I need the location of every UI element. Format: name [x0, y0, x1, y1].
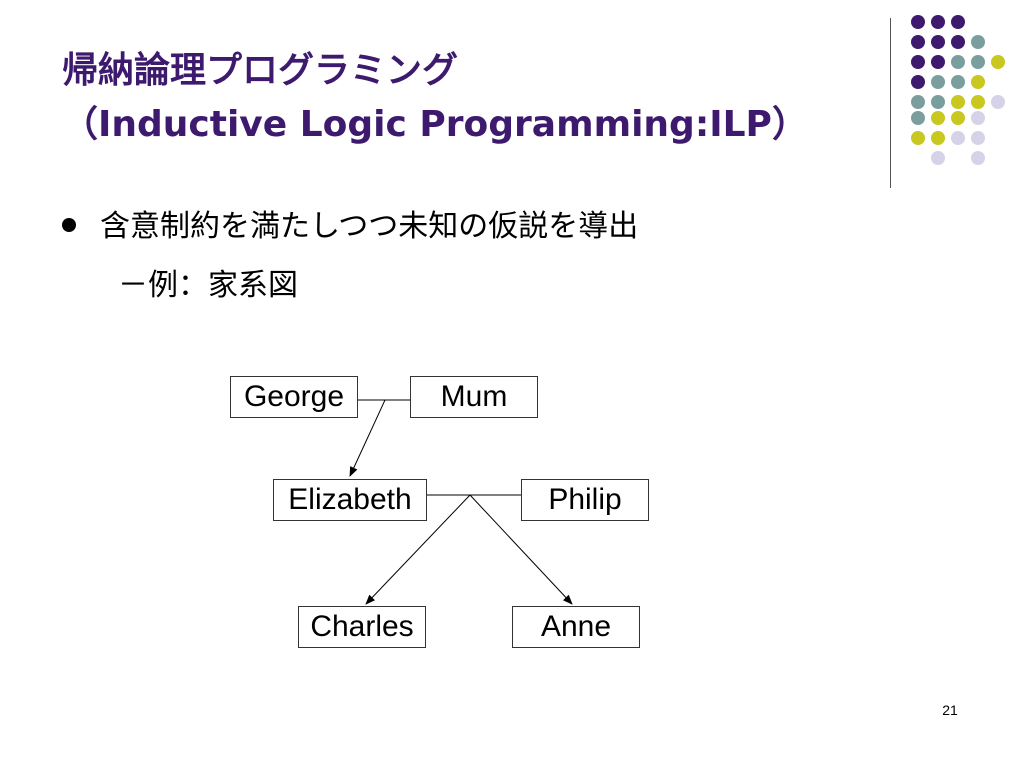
decorative-dot	[931, 35, 945, 49]
tree-node-george: George	[230, 376, 358, 418]
bullet-item: 含意制約を満たしつつ未知の仮説を導出	[62, 205, 638, 249]
decorative-dot	[931, 95, 945, 109]
tree-node-mum: Mum	[410, 376, 538, 418]
sub-bullet-item: －例：家系図	[118, 264, 298, 308]
page-number: 21	[942, 702, 958, 718]
decorative-dot	[911, 55, 925, 69]
tree-node-elizabeth: Elizabeth	[273, 479, 427, 521]
decorative-dot	[911, 95, 925, 109]
decorative-dot	[971, 111, 985, 125]
descent-arrow-to-elizabeth	[349, 399, 386, 477]
title-line-japanese: 帰納論理プログラミング	[62, 50, 459, 91]
descent-arrow-to-charles	[365, 494, 471, 605]
tree-node-philip: Philip	[521, 479, 649, 521]
decorative-dot	[991, 95, 1005, 109]
decorative-dot	[951, 35, 965, 49]
decorative-dot	[991, 55, 1005, 69]
decorative-dot	[951, 95, 965, 109]
decorative-dot	[911, 15, 925, 29]
decorative-dot	[951, 55, 965, 69]
decorative-dot	[911, 35, 925, 49]
sub-bullet-text: －例：家系図	[118, 268, 298, 303]
decorative-dot	[971, 55, 985, 69]
bullet-dot-icon	[62, 217, 76, 232]
descent-arrow-to-anne	[469, 494, 573, 605]
decorative-dot	[931, 151, 945, 165]
decorative-dot	[931, 15, 945, 29]
decorative-dot	[951, 75, 965, 89]
title-line-english: （Inductive Logic Programming:ILP）	[62, 104, 808, 145]
decorative-dot	[951, 131, 965, 145]
decorative-dot	[931, 111, 945, 125]
decorative-dot	[931, 75, 945, 89]
decorative-dot	[931, 131, 945, 145]
decorative-dot	[911, 111, 925, 125]
decorative-dot	[911, 131, 925, 145]
decorative-dot	[951, 15, 965, 29]
decorative-dot	[971, 151, 985, 165]
bullet-text: 含意制約を満たしつつ未知の仮説を導出	[100, 209, 639, 244]
decorative-dot	[931, 55, 945, 69]
tree-node-charles: Charles	[298, 606, 426, 648]
decorative-dot	[971, 131, 985, 145]
tree-node-anne: Anne	[512, 606, 640, 648]
decorative-dot	[951, 111, 965, 125]
decorative-dot	[911, 75, 925, 89]
decorative-dot	[971, 95, 985, 109]
decorative-dot	[971, 35, 985, 49]
vertical-divider	[890, 18, 891, 188]
decorative-dot	[971, 75, 985, 89]
slide-title: 帰納論理プログラミング （Inductive Logic Programming…	[62, 44, 808, 152]
decorative-dot-grid	[911, 15, 1005, 165]
